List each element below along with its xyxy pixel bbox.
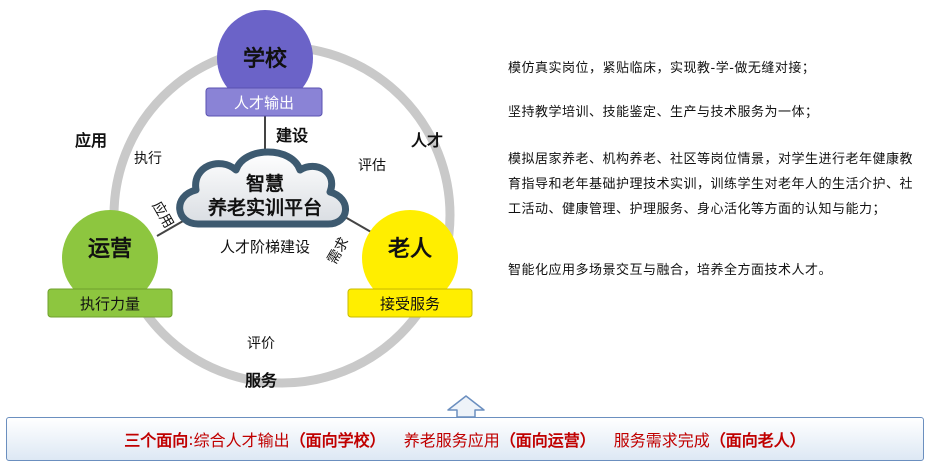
edge-label-demand: 需求 <box>325 235 353 267</box>
description-text: 坚持教学培训、技能鉴定、生产与技术服务为一体； <box>508 105 819 120</box>
platform-title-line2: 养老实训平台 <box>207 196 322 219</box>
operation-title: 运营 <box>88 237 132 262</box>
node-elder: 老人 接受服务 <box>347 210 473 318</box>
school-label-box <box>205 87 323 117</box>
description-item: 智能化应用多场景交互与融合，培养全方面技术人才。 <box>508 258 918 283</box>
platform-subtitle: 人才阶梯建设 <box>220 238 310 256</box>
description-text: 模仿真实岗位，紧贴临床，实现教-学-做无缝对接； <box>508 61 816 76</box>
operation-circle <box>62 210 158 306</box>
edge-label-build: 建设 <box>276 126 309 145</box>
description-item: 坚持教学培训、技能鉴定、生产与技术服务为一体； <box>508 100 918 125</box>
platform-cloud: 智慧 养老实训平台 <box>176 148 349 228</box>
banner-item3-tag: （面向老人） <box>709 431 806 450</box>
edge-label-execute: 执行 <box>134 151 162 167</box>
school-label: 人才输出 <box>234 94 294 112</box>
banner-item3-text: 服务需求完成 <box>613 431 710 450</box>
banner-item2-tag: （面向运营） <box>499 431 596 450</box>
school-title: 学校 <box>243 46 288 72</box>
school-circle <box>217 10 313 106</box>
operation-label: 执行力量 <box>80 295 140 313</box>
banner-colon: : <box>188 429 194 449</box>
node-operation: 运营 执行力量 <box>47 210 173 318</box>
up-arrow-icon <box>447 395 485 418</box>
elder-label-box <box>347 288 473 318</box>
banner-item1-tag: （面向学校） <box>289 431 386 450</box>
description-item: 模仿真实岗位，紧贴临床，实现教-学-做无缝对接； <box>508 56 918 81</box>
edge-label-review: 评价 <box>247 336 275 352</box>
banner-item2-text: 养老服务应用 <box>403 431 500 450</box>
elder-title: 老人 <box>387 237 432 262</box>
three-orientations-banner: 三个面向: 综合人才输出（面向学校） 养老服务应用（面向运营） 服务需求完成（面… <box>6 417 924 461</box>
platform-title-line1: 智慧 <box>246 172 284 195</box>
elder-circle <box>362 210 458 306</box>
operation-label-box <box>47 288 173 318</box>
edge-label-service: 服务 <box>245 371 278 390</box>
edge-label-evaluate: 评估 <box>358 158 386 174</box>
edge-label-apply-outer: 应用 <box>75 131 107 150</box>
edge-label-talent: 人才 <box>411 131 443 150</box>
description-text: 模拟居家养老、机构养老、社区等岗位情景，对学生进行老年健康教育指导和老年基础护理… <box>508 152 914 217</box>
node-school: 学校 人才输出 <box>205 10 323 117</box>
elder-label: 接受服务 <box>380 295 440 313</box>
description-item: 模拟居家养老、机构养老、社区等岗位情景，对学生进行老年健康教育指导和老年基础护理… <box>508 147 918 222</box>
banner-lead: 三个面向 <box>124 431 189 450</box>
banner-item1-text: 综合人才输出 <box>193 431 290 450</box>
description-text: 智能化应用多场景交互与融合，培养全方面技术人才。 <box>508 263 833 278</box>
cloud-shape <box>176 148 349 228</box>
